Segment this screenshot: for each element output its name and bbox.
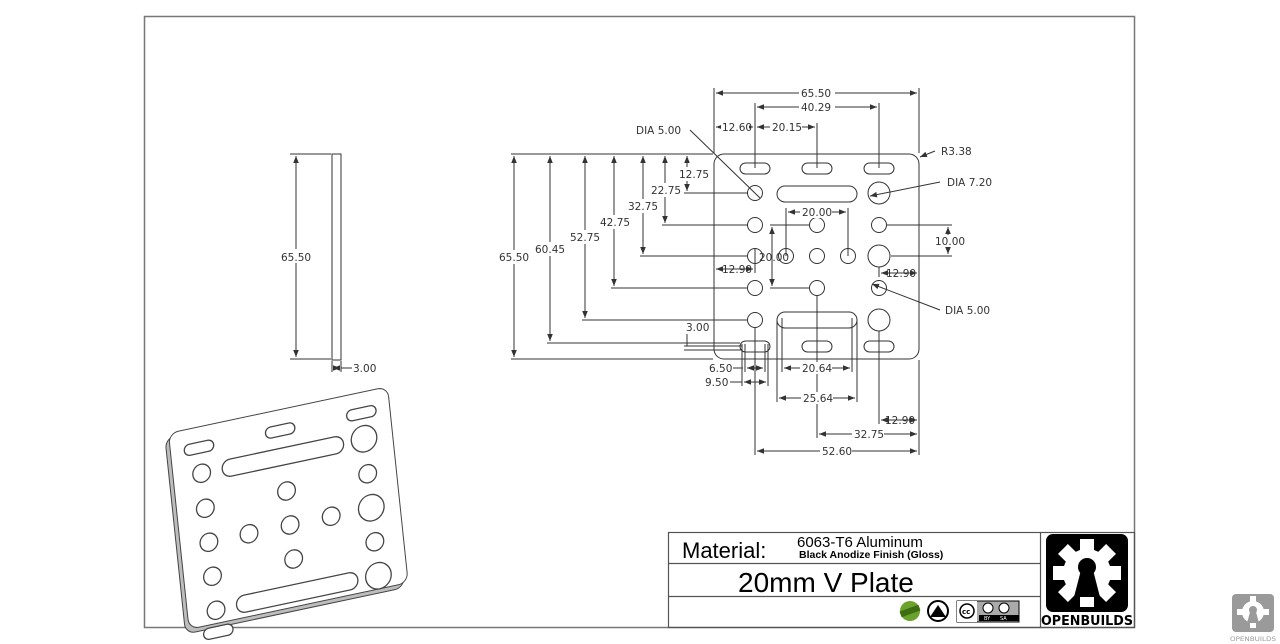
dim-52-75: 52.75 [570, 232, 600, 244]
watermark-logo-text: OPENBUILDS [1230, 635, 1276, 643]
side-height-label: 65.50 [281, 252, 311, 264]
material-finish: Black Anodize Finish (Gloss) [799, 549, 943, 561]
dim-slot-outer: 9.50 [705, 377, 728, 389]
callout-dia-small-bottom: DIA 5.00 [945, 305, 990, 317]
isometric-view [165, 388, 408, 641]
title-block [667, 531, 1136, 629]
dim-right-edge-offset: 12.90 [886, 268, 916, 280]
watermark-logo [1232, 594, 1274, 632]
material-name: 6063-T6 Aluminum [797, 534, 923, 551]
dim-inner-horiz: 20.00 [802, 207, 832, 219]
dim-slot-inner: 6.50 [709, 363, 732, 375]
iso-plate-face [168, 388, 408, 628]
dim-42-75: 42.75 [600, 217, 630, 229]
dim-overall-width: 65.50 [801, 88, 831, 100]
openbuilds-logo [1046, 534, 1128, 612]
material-label: Material: [682, 538, 766, 563]
dim-60-45: 60.45 [535, 244, 565, 256]
long-slot [776, 185, 858, 203]
dim-32-75: 32.75 [628, 201, 658, 213]
dim-long-slot-inner: 20.64 [802, 363, 832, 375]
dim-left-offset: 12.60 [722, 122, 752, 134]
dim-slot-pitch: 20.15 [772, 122, 802, 134]
reprap-icon [927, 600, 949, 622]
dim-bottom-right-offset: 12.90 [885, 415, 915, 427]
dim-slot-width: 3.00 [686, 322, 709, 334]
side-thickness-label: 3.00 [353, 363, 376, 375]
openbuilds-logo-text: OPENBUILDS [1041, 613, 1133, 629]
dim-long-slot-outer: 25.64 [803, 393, 833, 405]
dim-overall-height: 65.50 [499, 252, 529, 264]
dim-inner-vert: 20.00 [759, 252, 789, 264]
dim-center-to-edge: 32.75 [854, 429, 884, 441]
dim-hole-to-edge: 52.60 [822, 446, 852, 458]
dim-row-offset: 10.00 [935, 236, 965, 248]
dim-left-edge-offset: 12.90 [722, 264, 752, 276]
dim-12-75: 12.75 [679, 169, 709, 181]
cc-sa-label: SA [1000, 616, 1007, 622]
open-source-hardware-icon [899, 601, 921, 621]
side-view-plate [331, 153, 342, 361]
dim-slot-span: 40.29 [801, 102, 831, 114]
drawing-frame [143, 15, 1136, 629]
svg-text:cc: cc [962, 608, 970, 616]
cc-by-label: BY [984, 616, 991, 622]
creative-commons-by-sa-icon: cc [956, 600, 1020, 623]
dim-22-75: 22.75 [651, 185, 681, 197]
callout-dia-large: DIA 7.20 [947, 177, 992, 189]
callout-dia-small-top: DIA 5.00 [636, 125, 681, 137]
callout-radius: R3.38 [941, 146, 972, 158]
part-name: 20mm V Plate [738, 567, 914, 598]
